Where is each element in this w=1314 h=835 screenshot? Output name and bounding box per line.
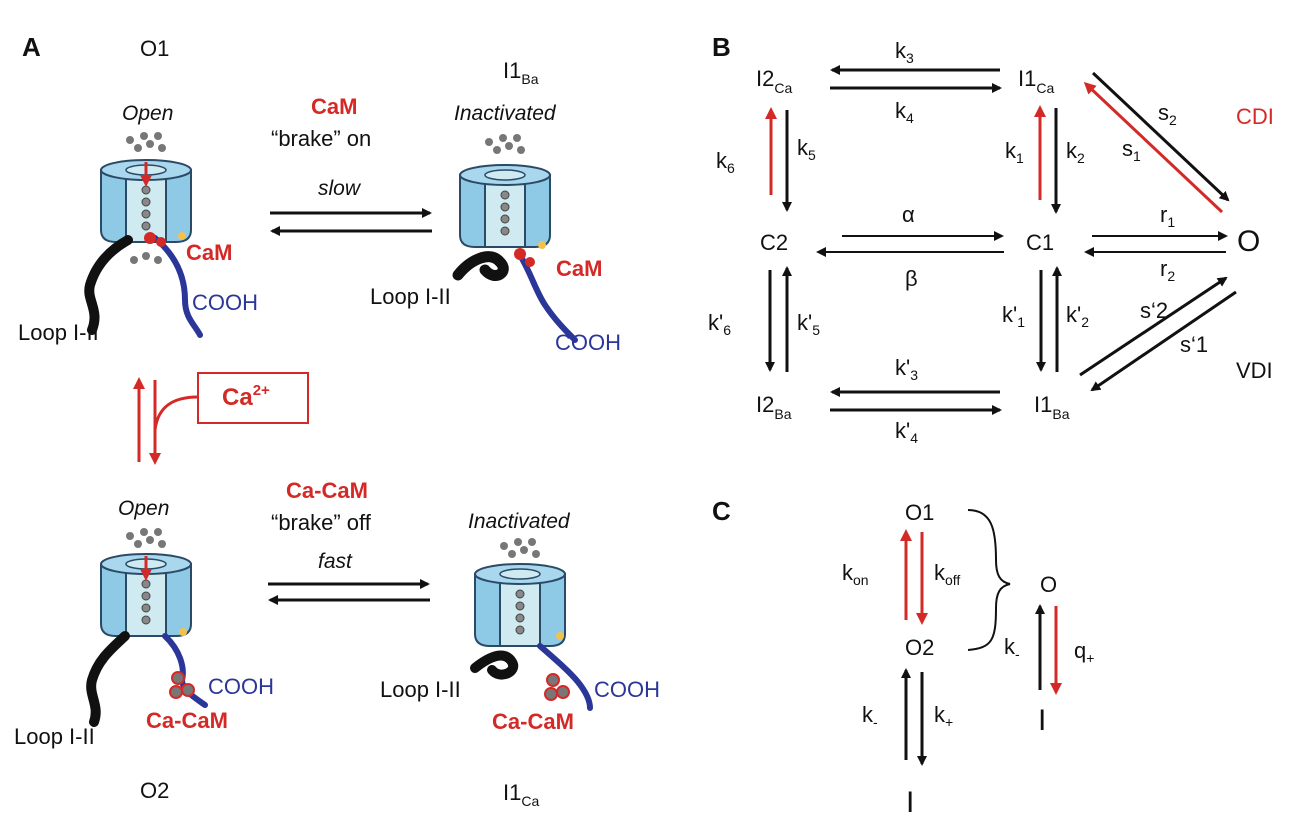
rate-kp2: k'2 [1066, 302, 1089, 330]
loop-i-ii-shape-bottom-right [470, 650, 519, 680]
arrow-s2 [1091, 71, 1230, 202]
inactivated-label-top: Inactivated [454, 102, 557, 125]
rate-r1: r1 [1160, 202, 1175, 230]
loop-label-top-right: Loop I-II [370, 284, 451, 309]
loop-i-ii-shape-bottom-left [86, 631, 130, 727]
rate-kp5: k'5 [797, 310, 820, 338]
ca-ion-box [197, 372, 309, 424]
ca-cam-blob-bottom-left [169, 671, 195, 699]
rate-kp6: k'6 [708, 310, 731, 338]
cam-label-top-left: CaM [186, 240, 232, 265]
rate-sp1: s‘1 [1180, 332, 1208, 357]
rate-k6: k6 [716, 148, 735, 176]
state-o2-label: O2 [140, 778, 169, 803]
cam-label-top-right: CaM [556, 256, 602, 281]
panel-a-label: A [22, 32, 41, 62]
open-label-bottom: Open [118, 497, 169, 520]
rate-k5: k5 [797, 135, 816, 163]
cooh-label-top-left: COOH [192, 290, 258, 315]
loop-i-ii-shape-top-left [84, 235, 133, 335]
fast-label: fast [318, 550, 353, 573]
state-c-i-left: I [906, 786, 914, 819]
arrow-sp2 [1079, 276, 1228, 377]
channel-open-bottom [100, 528, 192, 637]
ca-ion-label: Ca2+ [222, 382, 270, 411]
state-i1ca-label: I1Ca [503, 780, 539, 809]
arrow-sp1 [1090, 290, 1237, 392]
ca-cam-blob-bottom-right [544, 673, 570, 701]
rate-k2: k2 [1066, 138, 1085, 166]
rate-k1: k1 [1005, 138, 1024, 166]
rate-k4: k4 [895, 98, 914, 126]
state-i2ca: I2Ca [756, 66, 792, 96]
inactivated-label-bottom: Inactivated [468, 510, 571, 533]
brake-on-label: “brake” on [271, 126, 371, 151]
loop-i-ii-shape-top-right [452, 251, 509, 281]
state-o: O [1237, 225, 1260, 258]
rate-k-plus: k+ [934, 702, 953, 730]
cooh-label-bottom-left: COOH [208, 674, 274, 699]
state-i1ca: I1Ca [1018, 66, 1054, 96]
state-c-o: O [1040, 572, 1057, 597]
vdi-label: VDI [1236, 358, 1273, 383]
slow-label: slow [318, 177, 362, 200]
bracket [967, 509, 1011, 651]
rate-s1: s1 [1122, 136, 1141, 164]
rate-kp1: k'1 [1002, 302, 1025, 330]
panel-c-label: C [712, 496, 731, 526]
state-i1ba: I1Ba [1034, 392, 1070, 422]
cooh-tail-top-right [515, 249, 578, 343]
channel-inactivated-bottom [474, 538, 566, 647]
brake-off-label: “brake” off [271, 510, 372, 535]
cam-blob-top-right [514, 248, 526, 260]
rate-beta: β [905, 266, 918, 291]
cam-transition-label: CaM [311, 94, 357, 119]
cacam-label-bottom-left: Ca-CaM [146, 708, 228, 733]
rate-k3: k3 [895, 38, 914, 66]
loop-label-top-left: Loop I-II [18, 320, 99, 345]
rate-kp4: k'4 [895, 418, 918, 446]
state-c-o1: O1 [905, 500, 934, 525]
rate-q-plus: q+ [1074, 638, 1094, 666]
state-o1-label: O1 [140, 36, 169, 61]
cooh-tail-top-left [152, 235, 203, 338]
panel-c: C O1 O2 O kon koff k- k+ I k- q+ I [712, 496, 1094, 819]
rate-koff: koff [934, 560, 960, 588]
panel-a: A O1 I1Ba Open Inactivated CaM “brake” o… [14, 32, 660, 809]
open-label-top: Open [122, 102, 173, 125]
cooh-tail-bottom-right [537, 643, 593, 711]
state-c-i-right: I [1038, 704, 1046, 737]
state-c2: C2 [760, 230, 788, 255]
state-c-o2: O2 [905, 635, 934, 660]
channel-open-top [100, 132, 192, 264]
channel-inactivated-top [459, 134, 551, 248]
panel-b: B I2Ca I1Ca C2 C1 O I2Ba I1Ba k3 k4 s2 s… [708, 32, 1274, 446]
cam-blob-top-left [144, 232, 156, 244]
rate-r2: r2 [1160, 256, 1175, 284]
state-i2ba: I2Ba [756, 392, 792, 422]
cooh-label-top-right: COOH [555, 330, 621, 355]
cacam-transition-label: Ca-CaM [286, 478, 368, 503]
rate-k-minus-right: k- [1004, 634, 1020, 662]
loop-label-bottom-left: Loop I-II [14, 724, 95, 749]
arrow-s1 [1083, 81, 1224, 214]
rate-sp2: s‘2 [1140, 298, 1168, 323]
rate-s2: s2 [1158, 100, 1177, 128]
loop-label-bottom-right: Loop I-II [380, 677, 461, 702]
cooh-label-bottom-right: COOH [594, 677, 660, 702]
state-c1: C1 [1026, 230, 1054, 255]
rate-kon: kon [842, 560, 869, 588]
cdi-label: CDI [1236, 104, 1274, 129]
rate-kp3: k'3 [895, 355, 918, 383]
panel-b-label: B [712, 32, 731, 62]
rate-k-minus: k- [862, 702, 878, 730]
state-i1ba-label: I1Ba [503, 58, 539, 87]
rate-alpha: α [902, 202, 915, 227]
cacam-label-bottom-right: Ca-CaM [492, 709, 574, 734]
